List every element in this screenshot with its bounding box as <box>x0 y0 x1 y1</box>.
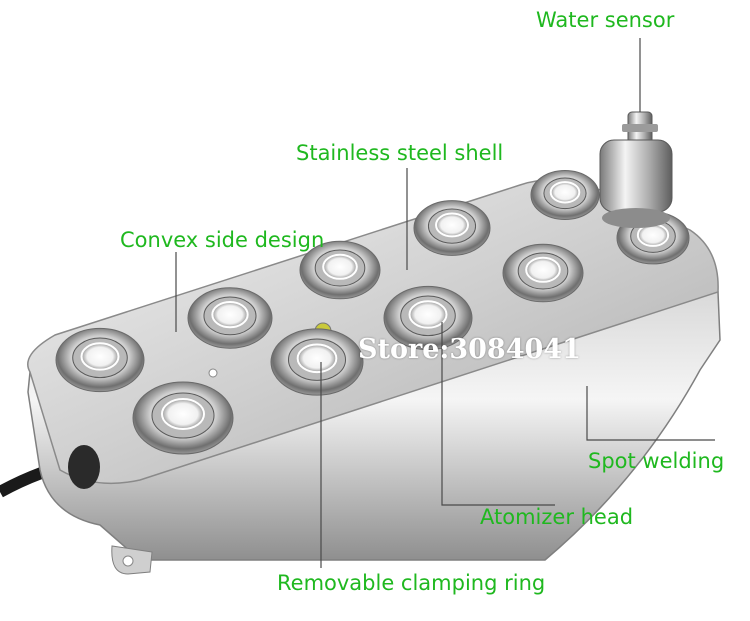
atomizer-head <box>383 285 473 351</box>
label-stainless-steel-shell: Stainless steel shell <box>296 141 504 165</box>
atomizer-head <box>132 381 234 455</box>
label-atomizer-head: Atomizer head <box>480 505 634 529</box>
atomizer-head <box>187 287 273 349</box>
leader-spot-welding <box>586 386 715 441</box>
store-watermark: Store:3084041 <box>358 334 581 365</box>
atomizer-head <box>413 200 491 256</box>
atomizer-head <box>270 328 364 396</box>
cable-grommet <box>68 445 100 489</box>
indicator-dot <box>208 368 218 378</box>
atomizer-head <box>530 170 600 220</box>
leader-atomizer-head <box>441 322 555 506</box>
label-removable-clamping-ring: Removable clamping ring <box>277 571 546 595</box>
label-water-sensor: Water sensor <box>536 8 675 32</box>
leader-lines <box>175 38 715 568</box>
atomizer-head <box>55 327 145 393</box>
mounting-hole <box>122 555 134 567</box>
label-spot-welding: Spot welding <box>588 449 725 473</box>
label-convex-side-design: Convex side design <box>120 228 325 252</box>
water-sensor <box>599 111 673 228</box>
atomizer-head <box>299 240 381 300</box>
atomizer-head <box>502 243 584 303</box>
